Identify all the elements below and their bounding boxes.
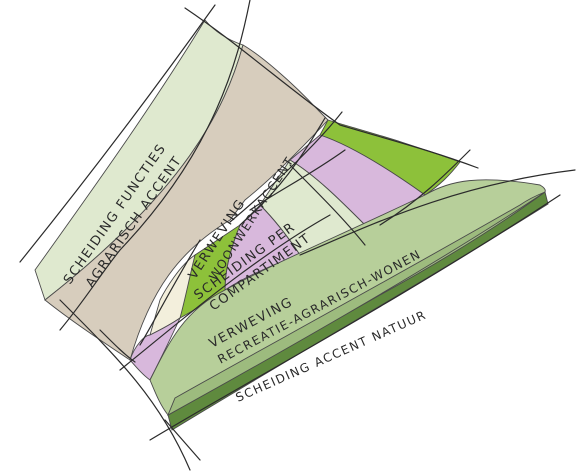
zoning-diagram: Scheiding functies Agrarisch accent Verw… bbox=[0, 0, 580, 474]
